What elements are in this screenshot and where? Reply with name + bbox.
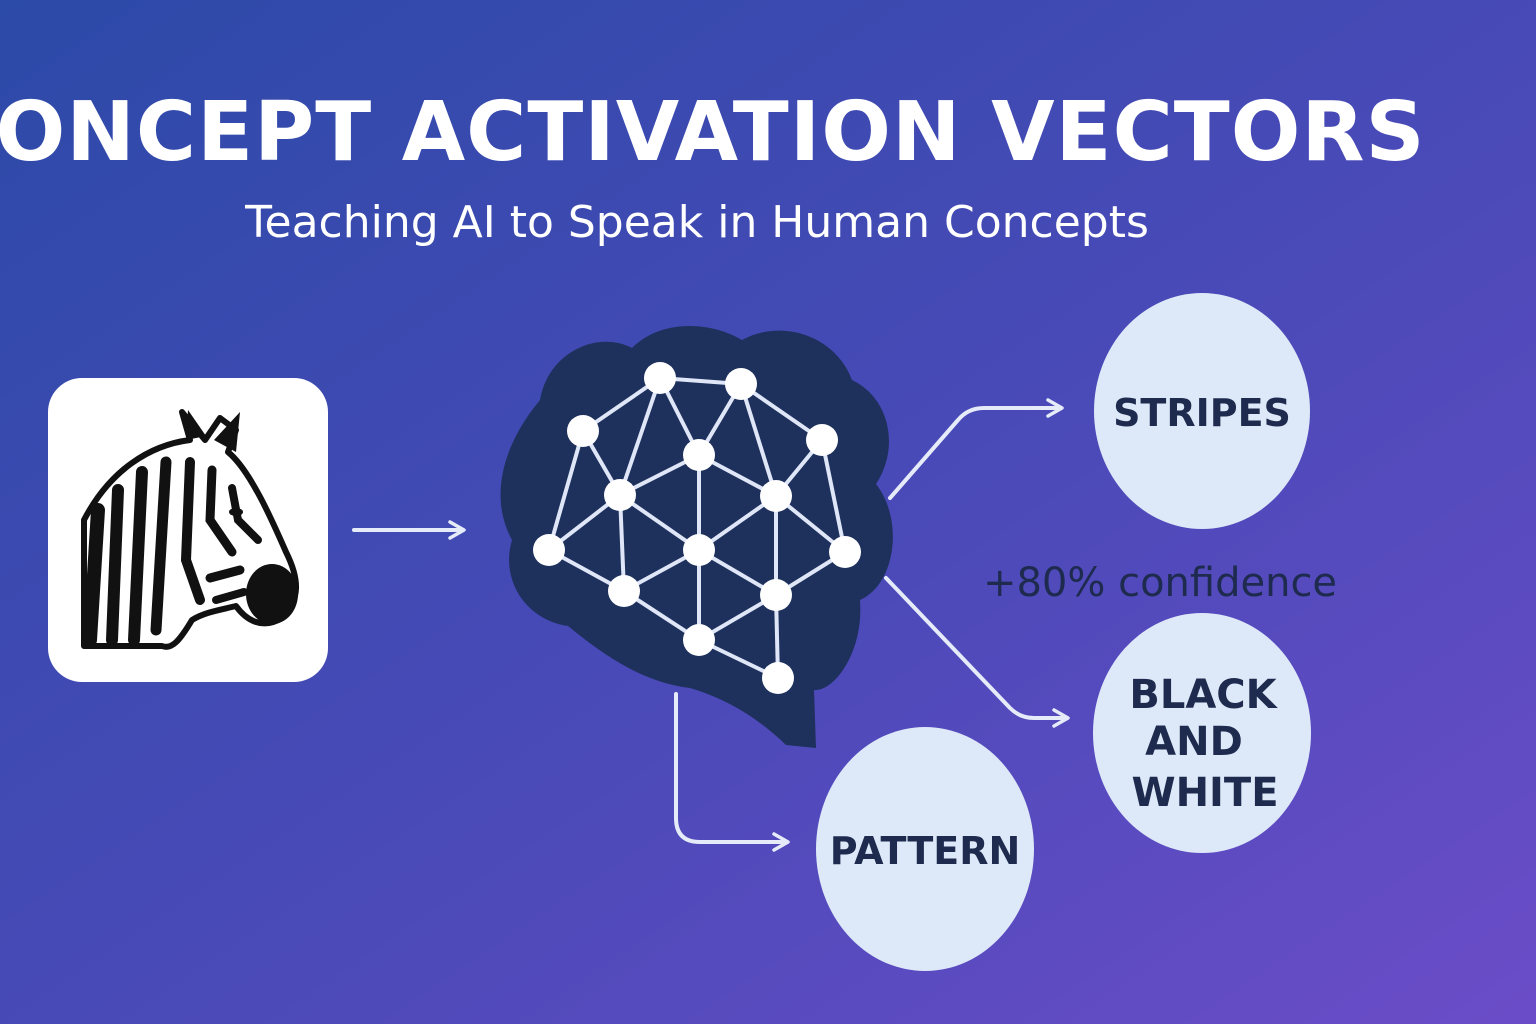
arrow-to-pattern bbox=[674, 692, 790, 852]
network-node bbox=[760, 480, 792, 512]
network-edge bbox=[618, 493, 701, 552]
input-image-card bbox=[48, 378, 328, 682]
network-node bbox=[533, 534, 565, 566]
network-node bbox=[762, 662, 794, 694]
network-edge bbox=[618, 493, 626, 593]
concept-pattern-label: PATTERN bbox=[830, 829, 1021, 873]
concept-black-and-white: BLACK AND WHITE bbox=[1093, 613, 1311, 853]
network-edge bbox=[739, 382, 824, 442]
network-edge bbox=[739, 382, 778, 498]
network-nodes bbox=[533, 362, 861, 694]
network-node bbox=[806, 424, 838, 456]
network-node bbox=[604, 479, 636, 511]
network-node bbox=[683, 439, 715, 471]
arrow-to-stripes bbox=[888, 398, 1064, 500]
concept-stripes-label: STRIPES bbox=[1113, 391, 1291, 435]
concept-stripes: STRIPES bbox=[1094, 293, 1310, 529]
network-node bbox=[725, 368, 757, 400]
page-subtitle: Teaching AI to Speak in Human Concepts bbox=[244, 197, 1149, 248]
concept-white-label: WHITE bbox=[1131, 770, 1278, 816]
arrow-to-black-and-white bbox=[884, 576, 1070, 728]
confidence-label: +80% confidence bbox=[983, 560, 1337, 606]
network-edge bbox=[618, 376, 662, 497]
concept-black-label: BLACK bbox=[1129, 672, 1278, 718]
network-node bbox=[608, 575, 640, 607]
network-node bbox=[683, 624, 715, 656]
network-node bbox=[760, 579, 792, 611]
concept-pattern: PATTERN bbox=[816, 727, 1034, 971]
network-node bbox=[567, 415, 599, 447]
page-title: CONCEPT ACTIVATION VECTORS bbox=[0, 85, 1426, 180]
concept-and-label: AND bbox=[1145, 719, 1243, 765]
network-node bbox=[683, 534, 715, 566]
network-node bbox=[644, 362, 676, 394]
zebra-icon bbox=[81, 409, 300, 650]
network-node bbox=[829, 536, 861, 568]
network-edge bbox=[820, 438, 847, 554]
network-edge bbox=[547, 429, 585, 552]
